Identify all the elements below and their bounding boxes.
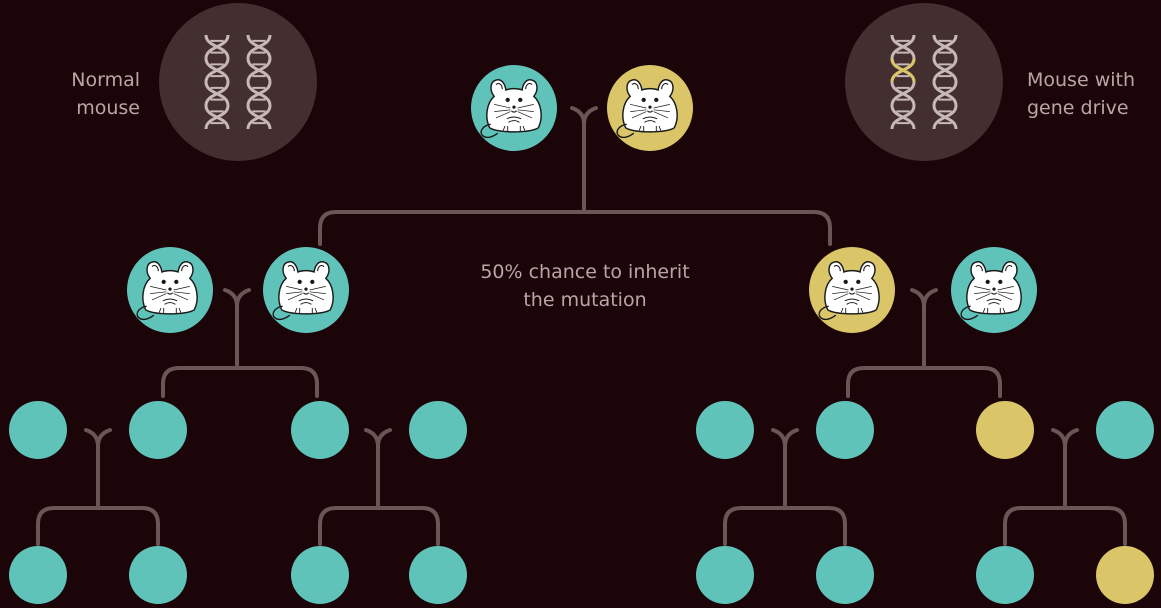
gen3-offspring-branch-2: [318, 506, 440, 546]
helix-strand: [204, 34, 230, 130]
gen2-node-7: [976, 401, 1034, 459]
gen3-node-8: [1096, 546, 1154, 604]
dna-badge-normal: [159, 3, 317, 161]
legend-gene-drive-line1: Mouse with: [1027, 69, 1135, 91]
dna-badge-gene-drive-disc: [845, 3, 1003, 161]
gen3-node-2: [129, 546, 187, 604]
dna-helix-mutated-icon: [890, 34, 916, 130]
right-pair-connector: [910, 288, 938, 367]
gen1-mouse-2: [263, 247, 349, 333]
helix-strand: [932, 34, 958, 130]
dna-helix-icon: [204, 34, 230, 130]
legend-gene-drive-line2: gene drive: [1027, 97, 1129, 119]
gen3-node-7: [976, 546, 1034, 604]
dna-helix-icon: [246, 34, 272, 130]
helix-mutation-segment: [890, 58, 916, 83]
gen3-offspring-branch-3: [723, 506, 847, 546]
helix-strand: [932, 34, 958, 130]
gen2-node-2: [129, 401, 187, 459]
gen2-pair-connector-3: [771, 428, 799, 507]
parent-mouse-normal: [471, 65, 557, 151]
left-pair-connector: [223, 288, 251, 367]
annotation-line2: the mutation: [523, 289, 647, 311]
gen3-offspring-branch-1: [36, 506, 160, 546]
parent-mouse-gene-drive: [607, 65, 693, 151]
right-offspring-branch: [846, 366, 1002, 398]
dna-helix-icon: [932, 34, 958, 130]
dna-badge-gene-drive: [845, 3, 1003, 161]
gen2-node-8: [1096, 401, 1154, 459]
legend-normal-label: Normal mouse: [40, 66, 140, 122]
left-offspring-branch: [161, 366, 319, 398]
parents-pair-connector: [570, 106, 598, 212]
gen3-node-6: [816, 546, 874, 604]
annotation-line1: 50% chance to inherit: [480, 261, 690, 283]
gen3-node-5: [696, 546, 754, 604]
gen2-node-6: [816, 401, 874, 459]
parents-offspring-branch: [318, 210, 832, 246]
gen2-pair-connector-2: [364, 428, 392, 507]
gen1-mouse-3: [809, 247, 895, 333]
gen3-node-1: [9, 546, 67, 604]
gen2-node-4: [409, 401, 467, 459]
gen3-node-4: [409, 546, 467, 604]
gen2-node-5: [696, 401, 754, 459]
gen1-mouse-4: [951, 247, 1037, 333]
dna-badge-normal-disc: [159, 3, 317, 161]
gen1-mouse-1: [127, 247, 213, 333]
gen2-pair-connector-4: [1051, 428, 1079, 507]
inheritance-annotation: 50% chance to inherit the mutation: [420, 258, 750, 314]
gen3-offspring-branch-4: [1003, 506, 1127, 546]
legend-normal-line1: Normal: [71, 69, 140, 91]
gen2-node-3: [291, 401, 349, 459]
gen3-node-3: [291, 546, 349, 604]
helix-strand: [246, 34, 272, 130]
legend-gene-drive-label: Mouse with gene drive: [1027, 66, 1161, 122]
helix-strand: [246, 34, 272, 130]
legend-normal-line2: mouse: [76, 97, 140, 119]
helix-strand: [204, 34, 230, 130]
gen2-pair-connector-1: [84, 428, 112, 507]
gen2-node-1: [9, 401, 67, 459]
